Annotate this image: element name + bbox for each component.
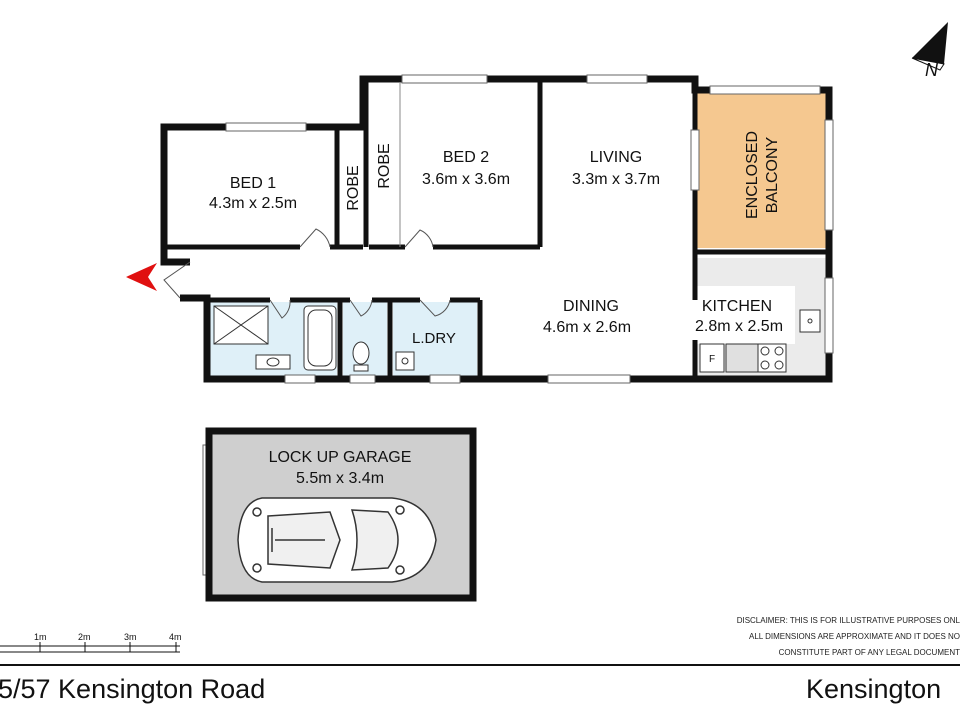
bed2-name: BED 2	[443, 149, 489, 166]
robe1-label: ROBE	[345, 165, 362, 210]
north-compass-icon	[911, 22, 948, 71]
kitchen-size: 2.8m x 2.5m	[695, 318, 783, 335]
interior-walls	[164, 79, 829, 379]
bed1-name: BED 1	[230, 175, 276, 192]
living-name: LIVING	[590, 149, 642, 166]
car-icon	[237, 497, 437, 583]
toilet-icon	[352, 341, 370, 365]
dining-size: 4.6m x 2.6m	[543, 319, 631, 336]
entry-arrow-icon	[126, 263, 157, 291]
bed2-size: 3.6m x 3.6m	[422, 171, 510, 188]
dining-name: DINING	[563, 298, 619, 315]
scale-bar	[0, 642, 180, 653]
door-swings	[163, 228, 451, 319]
bed1-size: 4.3m x 2.5m	[209, 195, 297, 212]
kitchen-island	[697, 286, 795, 344]
kitchen-name: KITCHEN	[702, 298, 772, 315]
laundry-label: L.DRY	[412, 330, 456, 347]
compass-label: N	[925, 60, 939, 80]
garage-size: 5.5m x 3.4m	[296, 470, 384, 487]
scale-tick-3m: 3m	[124, 632, 137, 642]
bathroom-fixtures	[213, 305, 415, 372]
kitchen-fixtures	[699, 309, 821, 373]
balcony-label-1: ENCLOSED	[744, 131, 761, 219]
fridge-label: F	[709, 354, 715, 365]
disclaimer-line-1: DISCLAIMER: THIS IS FOR ILLUSTRATIVE PUR…	[736, 616, 960, 625]
fridge	[699, 343, 725, 373]
garage-name: LOCK UP GARAGE	[269, 449, 412, 466]
scale-tick-1m: 1m	[34, 632, 47, 642]
footer-suburb: Kensington	[806, 674, 942, 704]
toilet-floor	[343, 302, 387, 376]
living-size: 3.3m x 3.7m	[572, 171, 660, 188]
scale-tick-4m: 4m	[169, 632, 182, 642]
disclaimer: DISCLAIMER: THIS IS FOR ILLUSTRATIVE PUR…	[726, 613, 960, 661]
disclaimer-line-2: ALL DIMENSIONS ARE APPROXIMATE AND IT DO…	[748, 632, 960, 641]
balcony-label-2: BALCONY	[764, 136, 781, 213]
robe2-label: ROBE	[376, 143, 393, 188]
exterior-walls	[160, 75, 833, 383]
disclaimer-line-3: CONSTITUTE PART OF ANY LEGAL DOCUMENT	[778, 648, 960, 657]
scale-tick-2m: 2m	[78, 632, 91, 642]
footer-address: 5/57 Kensington Road	[0, 674, 266, 704]
balcony-floor	[697, 93, 826, 248]
